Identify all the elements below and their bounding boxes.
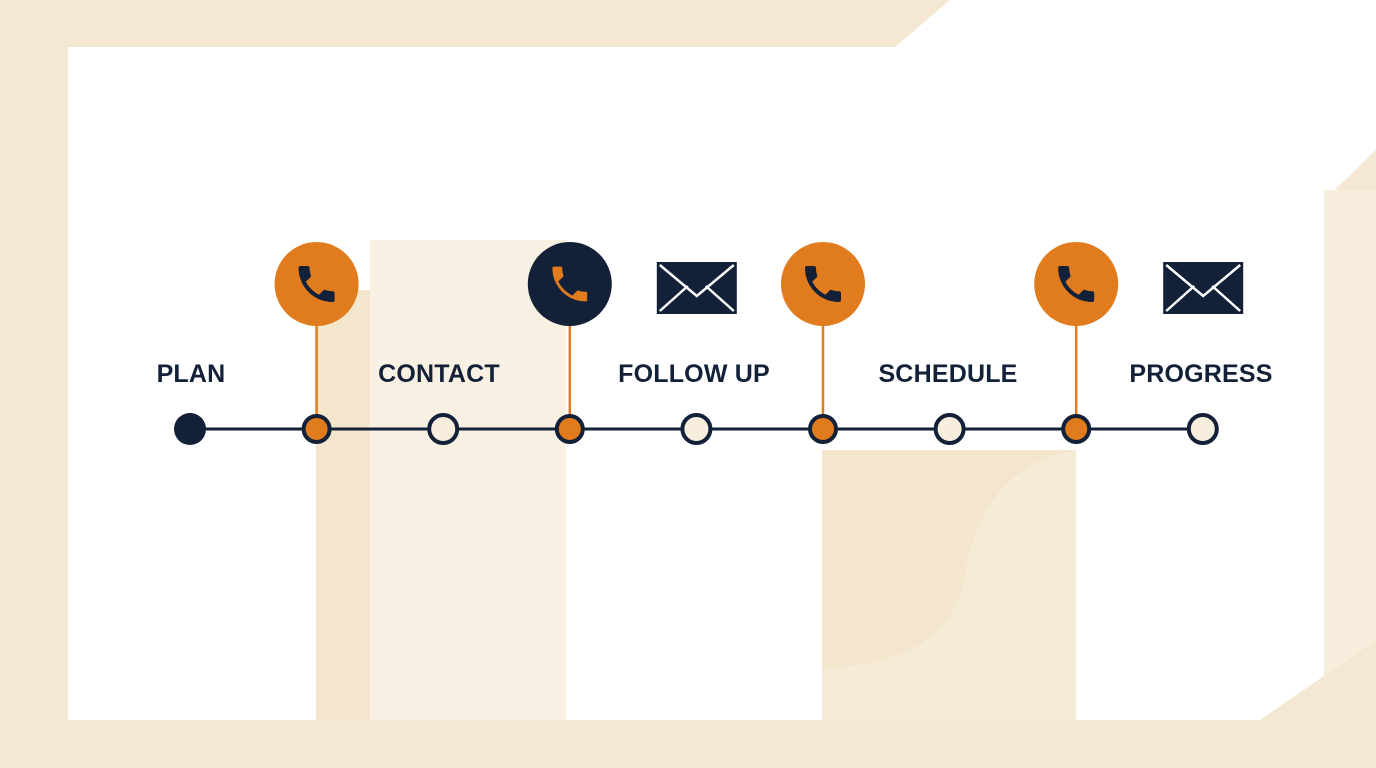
event-circle [274, 242, 359, 326]
phone-icon [1058, 266, 1095, 302]
event-circle [1034, 242, 1119, 326]
timeline-node-event [301, 414, 332, 444]
event-circle [781, 242, 865, 326]
timeline-node-stage [933, 413, 966, 445]
stage-label-follow-up: FOLLOW UP [618, 360, 770, 388]
stage-label-plan: PLAN [156, 360, 226, 388]
timeline-node-stage [680, 413, 713, 445]
timeline-node-start [174, 413, 206, 445]
timeline-node-stage [427, 413, 460, 445]
timeline-node-event [554, 414, 585, 444]
stage-label-schedule: SCHEDULE [878, 360, 1018, 388]
timeline-node-stage [1186, 413, 1219, 445]
phone-icon [805, 266, 841, 302]
content-card [68, 47, 1324, 720]
timeline-node-event [808, 414, 838, 444]
phone-icon [551, 265, 589, 303]
mail-icon [1163, 262, 1244, 314]
stage-label-progress: PROGRESS [1129, 360, 1273, 388]
timeline-node-event [1061, 414, 1092, 444]
phone-icon [298, 266, 335, 302]
column-curve [430, 430, 566, 720]
mail-icon [656, 262, 737, 314]
stage-label-contact: CONTACT [378, 360, 500, 388]
column-curve [822, 450, 1076, 720]
event-circle [527, 242, 612, 326]
